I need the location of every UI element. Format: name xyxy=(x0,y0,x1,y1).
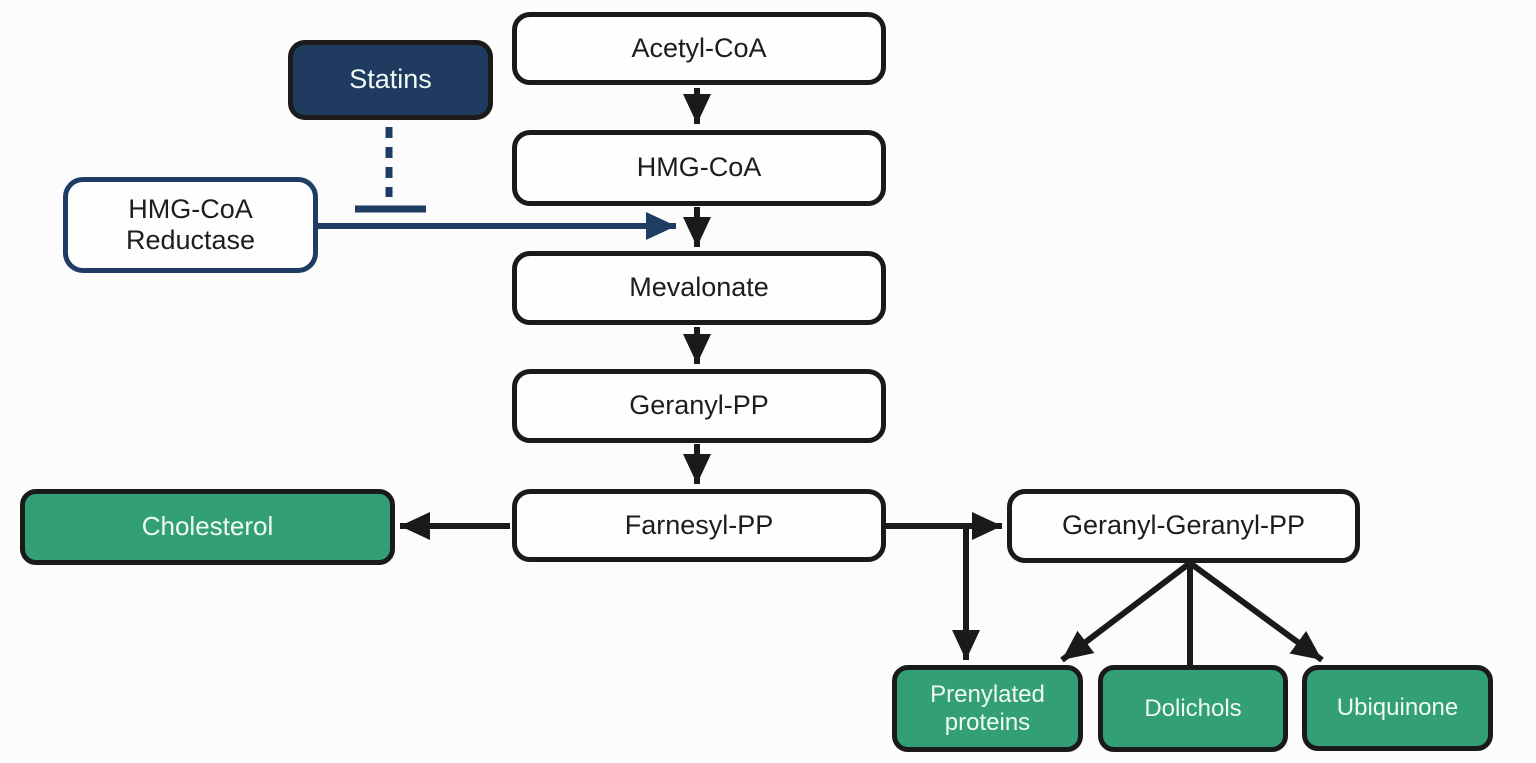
node-cholesterol: Cholesterol xyxy=(20,489,395,565)
node-hmg-coa-reductase: HMG-CoA Reductase xyxy=(63,177,318,273)
node-dolichols: Dolichols xyxy=(1098,665,1288,752)
node-ubiquinone: Ubiquinone xyxy=(1302,665,1493,751)
node-label: Farnesyl-PP xyxy=(624,509,774,540)
node-label: Dolichols xyxy=(1144,694,1242,722)
node-label: Geranyl-PP xyxy=(629,390,769,421)
node-label: Cholesterol xyxy=(141,511,274,542)
node-label: Acetyl-CoA xyxy=(631,32,767,63)
node-prenylated-proteins: Prenylated proteins xyxy=(892,665,1083,752)
node-label: Statins xyxy=(349,64,432,95)
node-hmg-coa: HMG-CoA xyxy=(512,130,886,206)
node-label: Prenylated proteins xyxy=(930,680,1045,736)
node-geranyl-geranyl-pp: Geranyl-Geranyl-PP xyxy=(1007,489,1360,563)
arrow-geranylgeranylpp-to-ubiquinone xyxy=(1188,560,1324,663)
node-geranyl-pp: Geranyl-PP xyxy=(512,369,886,443)
node-farnesyl-pp: Farnesyl-PP xyxy=(512,489,886,562)
node-label: Mevalonate xyxy=(629,272,769,303)
node-label: Ubiquinone xyxy=(1336,694,1459,722)
node-acetyl-coa: Acetyl-CoA xyxy=(512,12,886,85)
arrow-geranylgeranylpp-to-prenylated-proteins xyxy=(1060,560,1192,663)
node-label: Geranyl-Geranyl-PP xyxy=(1061,510,1306,541)
node-label: HMG-CoA xyxy=(636,152,762,183)
node-label: HMG-CoA Reductase xyxy=(125,193,256,255)
node-mevalonate: Mevalonate xyxy=(512,251,886,325)
node-statins: Statins xyxy=(288,40,493,120)
